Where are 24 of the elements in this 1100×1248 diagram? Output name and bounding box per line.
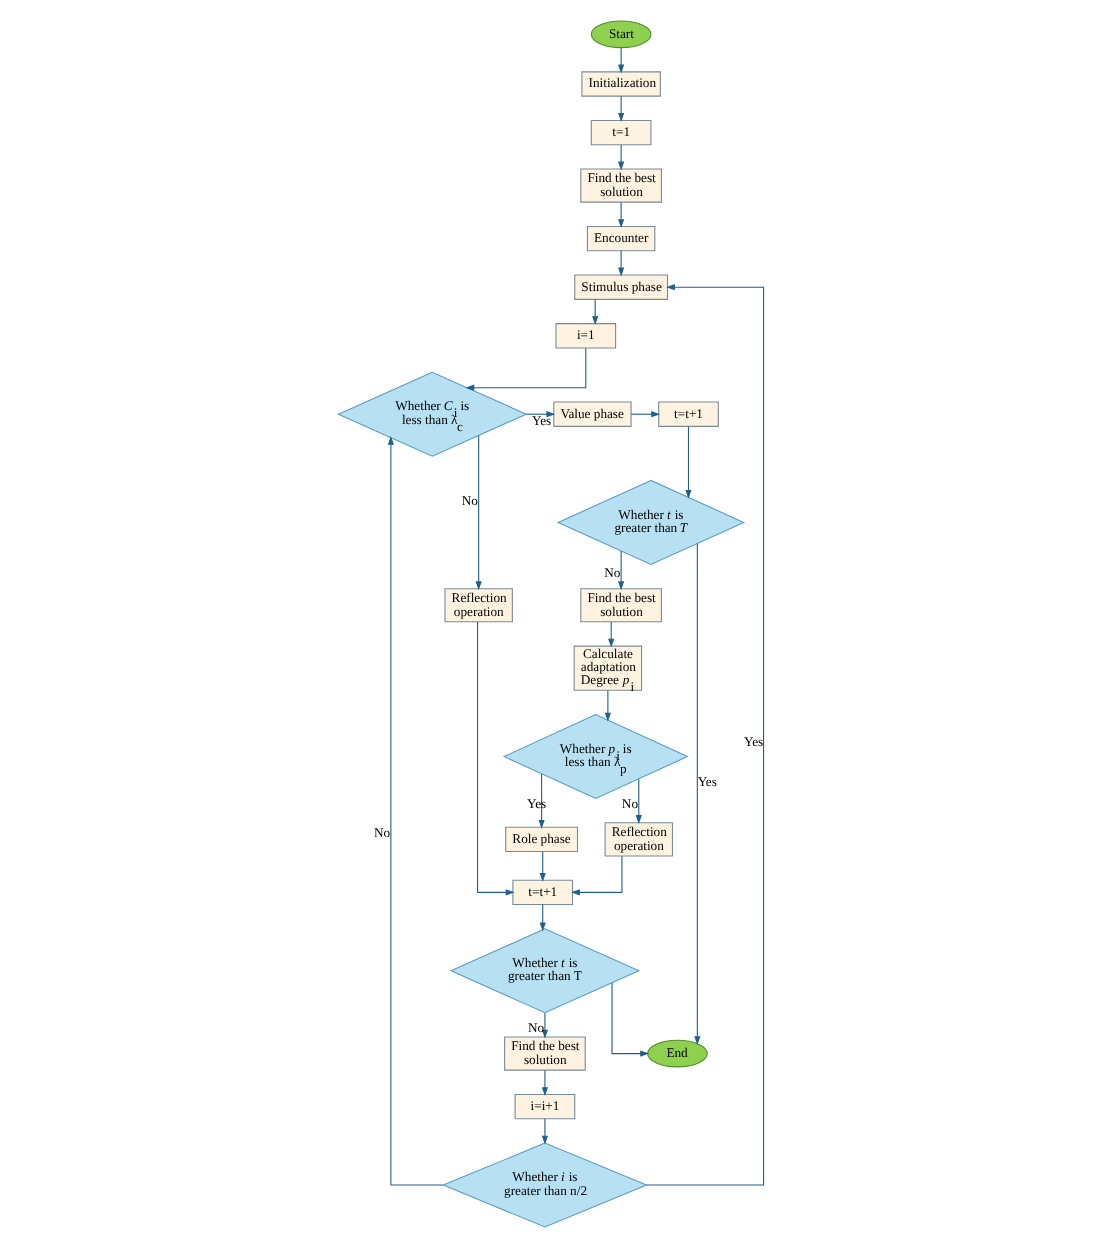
arrow: [386, 436, 443, 1186]
arrow: [617, 95, 624, 122]
arrow: [684, 426, 691, 499]
arrow: [464, 347, 586, 391]
arrow: [634, 778, 641, 824]
arrow: [610, 982, 649, 1057]
arrow: [629, 411, 660, 418]
arrow: [540, 1069, 548, 1096]
arrow: [617, 250, 624, 277]
arrow: [693, 543, 700, 1046]
arrow: [538, 851, 545, 882]
arrow: [524, 411, 555, 418]
arrow: [570, 855, 622, 896]
arrow: [603, 689, 610, 722]
arrow: [540, 1118, 548, 1145]
arrow: [617, 550, 624, 591]
arrow: [474, 435, 481, 591]
arrow: [538, 904, 545, 932]
arrow: [617, 201, 624, 228]
arrow: [476, 621, 514, 896]
arrow: [617, 47, 624, 74]
arrow: [537, 773, 544, 829]
arrow: [617, 144, 624, 171]
arrow: [645, 284, 764, 1186]
